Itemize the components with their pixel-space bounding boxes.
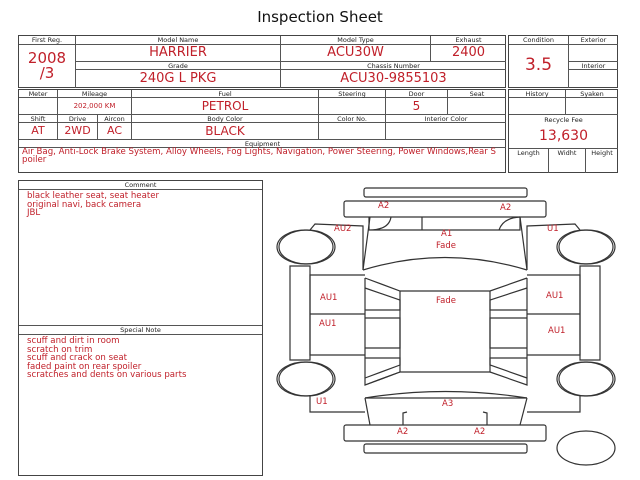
model-type-value: ACU30W [281,45,431,62]
comment-label: Comment [19,181,262,190]
special-note-text: scuff and dirt in room scratch on trim s… [27,337,186,380]
page-title: Inspection Sheet [257,8,383,26]
condition-value: 3.5 [509,45,569,88]
syaken-value [566,98,618,115]
chassis-label: Chassis Number [281,62,506,70]
shift-label: Shift [19,115,58,123]
special-note-label: Special Note [19,325,262,335]
spare-tire [556,430,616,466]
mark-hood-fade: Fade [436,241,456,251]
history-table: History Syaken Recycle Fee 13,630 Length… [508,89,618,173]
mark-hood: A1 [441,229,452,239]
first-reg-value: 2008/3 [19,45,76,88]
wheel-rear-left [276,361,334,397]
exhaust-label: Exhaust [431,36,506,45]
aircon-value: AC [98,123,132,140]
vehicle-info-table: First Reg. 2008/3 Model Name HARRIER Gra… [18,35,506,88]
details-table: Meter Mileage 202,000 KM Fuel PETROL Ste… [18,89,506,173]
history-value [509,98,566,115]
height-label: Height [591,149,613,157]
recycle-fee-label: Recycle Fee [544,116,583,124]
width-label: Widht [549,149,586,173]
interior-label: Interior [569,62,618,70]
fuel-value: PETROL [132,98,319,115]
steering-label: Steering [319,90,386,98]
condition-table: Condition 3.5 Exterior Interior [508,35,618,88]
mileage-label: Mileage [58,90,132,98]
recycle-fee-value: 13,630 [509,124,618,149]
grade-label: Grade [76,62,281,70]
comment-line: black leather seat, seat heater [27,191,160,201]
note-line: scuff and dirt in room [27,336,120,346]
aircon-label: Aircon [98,115,132,123]
comment-line: original navi, back camera [27,199,142,210]
mark-roof-fade: Fade [436,296,456,306]
note-line: scratch on trim [27,344,93,355]
first-reg-year: 2008 [27,49,67,67]
length-label: Length [509,149,549,173]
body-color-label: Body Color [132,115,319,123]
mileage-value: 202,000 KM [58,98,132,115]
meter-value [19,98,58,115]
mark-left-rear-door: AU1 [319,319,336,329]
syaken-label: Syaken [566,90,618,98]
note-line: scuff and crack on seat [27,353,127,363]
mark-trunk: A3 [442,399,453,409]
equipment-value: Air Bag, Anti-Lock Brake System, Alloy W… [22,147,496,165]
drive-value: 2WD [58,123,98,140]
exterior-value [569,45,618,62]
mark-front-left-fender: AU2 [334,224,351,234]
mark-rear-left-fender: U1 [316,397,328,407]
condition-label: Condition [509,36,569,45]
comment-line: JBL [27,208,41,218]
body-color-value: BLACK [132,123,319,140]
note-line: faded paint on rear spoiler [27,361,142,372]
chassis-value: ACU30-9855103 [340,71,447,86]
model-name-value: HARRIER [76,45,281,62]
interior-color-value [386,123,506,140]
interior-color-label: Interior Color [386,115,506,123]
exterior-label: Exterior [569,36,618,45]
damage-marks: A2 A2 AU2 A1 U1 Fade AU1 Fade AU1 AU1 AU… [316,201,565,437]
model-name-label: Model Name [76,36,281,45]
grade-value: 240G L PKG [76,70,281,88]
color-no-value [319,123,386,140]
mark-right-rear-door: AU1 [548,326,565,336]
fuel-label: Fuel [132,90,319,98]
mark-rear-bumper-right: A2 [474,427,485,437]
first-reg-label: First Reg. [19,36,76,45]
mark-front-bumper-right: A2 [500,203,511,213]
color-no-label: Color No. [319,115,386,123]
seat-label: Seat [448,90,506,98]
first-reg-month: /3 [39,64,55,82]
door-label: Door [386,90,448,98]
mark-front-right-fender: U1 [547,224,559,234]
exhaust-value: 2400 [431,45,506,62]
comment-text: black leather seat, seat heater original… [27,192,159,218]
wheel-front-right [556,229,614,265]
steering-value [319,98,386,115]
car-outline [276,187,616,466]
mark-left-front-door: AU1 [320,293,337,303]
wheel-front-left [276,229,334,265]
model-type-label: Model Type [281,36,431,45]
mark-right-front-door: AU1 [546,291,563,301]
wheel-rear-right [556,361,614,397]
notes-panel: Comment black leather seat, seat heater … [18,180,263,476]
mark-front-bumper-left: A2 [378,201,389,211]
seat-value [448,98,506,115]
equipment-label: Equipment [19,140,506,148]
mark-rear-bumper-left: A2 [397,427,408,437]
meter-label: Meter [19,90,58,98]
shift-value: AT [19,123,58,140]
history-label: History [509,90,566,98]
door-value: 5 [386,98,448,115]
note-line: scratches and dents on various parts [27,370,187,380]
drive-label: Drive [58,115,98,123]
